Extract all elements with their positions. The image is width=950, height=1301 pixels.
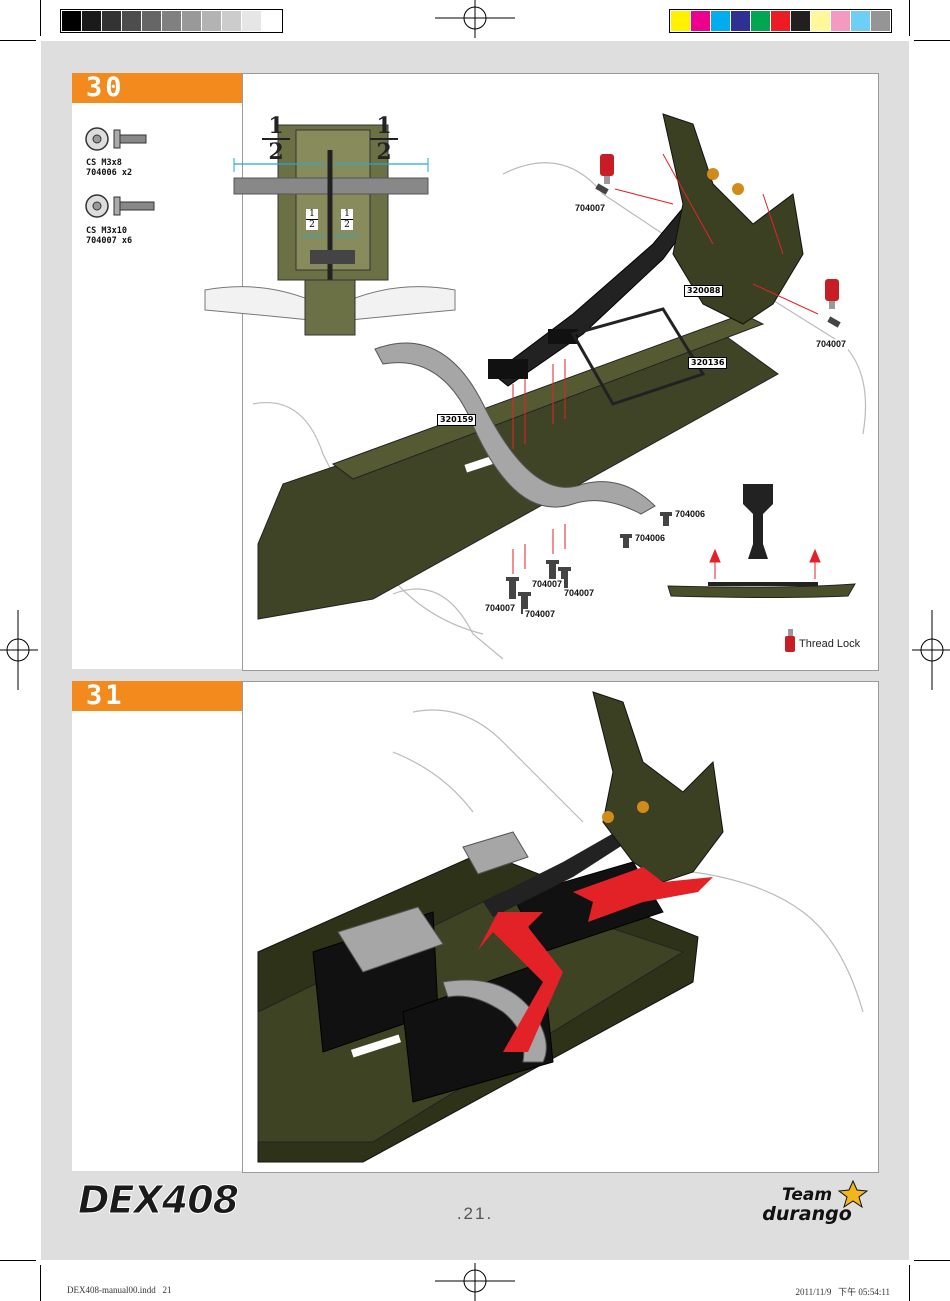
part-label: 320088 xyxy=(684,285,724,297)
screw-label: 704006 xyxy=(673,509,708,520)
color-swatch xyxy=(831,11,850,31)
part-label: 320136 xyxy=(688,357,728,369)
fraction-numerator: 1 xyxy=(309,209,315,219)
thread-lock-bottle-icon xyxy=(600,154,614,184)
color-swatch xyxy=(811,11,830,31)
red-arrow xyxy=(478,912,563,1052)
screw-label: 704007 xyxy=(562,588,597,599)
grey-swatch xyxy=(222,11,241,31)
hardware-item-1: CS M3x8 704006 x2 xyxy=(86,158,132,178)
hardware-qty: x6 xyxy=(121,236,133,246)
brand-line-1: Team xyxy=(781,1185,833,1205)
step-31-hardware-column xyxy=(72,711,242,1171)
part-label: 320159 xyxy=(437,414,477,426)
screw-label: 704007 xyxy=(530,579,565,590)
color-swatch xyxy=(731,11,750,31)
hardware-qty: x2 xyxy=(121,168,133,178)
grey-swatch xyxy=(82,11,101,31)
screw-label: 704006 xyxy=(633,533,668,544)
step-31-chassis-drawing xyxy=(257,691,864,1163)
countersunk-screw-short-icon xyxy=(85,127,147,151)
grey-scale-bar xyxy=(60,9,283,33)
color-swatch xyxy=(691,11,710,31)
grey-swatch xyxy=(202,11,221,31)
team-durango-logo: Team durango xyxy=(742,1186,872,1224)
fraction-denominator: 2 xyxy=(370,138,398,164)
color-swatch xyxy=(751,11,770,31)
dex408-logo: DEX408 xyxy=(77,1178,239,1222)
fraction-right: 1 2 xyxy=(370,114,398,164)
color-swatch xyxy=(871,11,890,31)
hardware-code: 704007 xyxy=(86,236,117,246)
countersunk-screw-long-icon xyxy=(85,194,155,218)
fraction-numerator: 1 xyxy=(268,113,284,139)
hardware-item-2: CS M3x10 704007 x6 xyxy=(86,226,132,246)
grey-swatch xyxy=(262,11,281,31)
grey-swatch xyxy=(62,11,81,31)
screw-label: 704007 xyxy=(814,339,849,350)
registration-mark-left xyxy=(0,610,38,690)
thread-lock-legend: Thread Lock xyxy=(799,638,861,650)
brand-line-2: durango xyxy=(762,1203,852,1225)
grey-swatch xyxy=(122,11,141,31)
fraction-denominator: 2 xyxy=(306,219,318,230)
fraction-denominator: 2 xyxy=(341,219,353,230)
fraction-numerator: 1 xyxy=(376,113,392,139)
red-arrow xyxy=(573,867,713,922)
fraction-left: 1 2 xyxy=(262,114,290,164)
fraction-small-right: 1 2 xyxy=(341,209,353,230)
step-30-number: 30 xyxy=(72,73,242,103)
hardware-name: CS M3x10 xyxy=(86,226,127,236)
color-swatch xyxy=(771,11,790,31)
top-view-inset-diagram xyxy=(204,124,456,336)
grey-swatch xyxy=(182,11,201,31)
page-number: .21. xyxy=(456,1204,494,1223)
grey-swatch xyxy=(142,11,161,31)
color-swatch xyxy=(791,11,810,31)
registration-mark-bottom xyxy=(435,1263,515,1301)
fraction-denominator: 2 xyxy=(262,138,290,164)
color-swatch xyxy=(711,11,730,31)
step-30-chassis-drawing xyxy=(252,113,866,660)
hardware-code: 704006 xyxy=(86,168,117,178)
color-bar xyxy=(669,9,892,33)
color-swatch xyxy=(671,11,690,31)
fraction-numerator: 1 xyxy=(344,209,350,219)
screw-label: 704007 xyxy=(483,603,518,614)
grey-swatch xyxy=(242,11,261,31)
registration-mark-top xyxy=(435,0,515,38)
grey-swatch xyxy=(102,11,121,31)
step-31-number: 31 xyxy=(72,681,242,711)
timestamp: 2011/11/9 下午 05:54:11 xyxy=(795,1287,890,1297)
star-icon xyxy=(838,1180,868,1208)
screw-label: 704007 xyxy=(523,609,558,620)
screw-label: 704007 xyxy=(573,203,608,214)
fraction-small-left: 1 2 xyxy=(306,209,318,230)
registration-mark-right xyxy=(912,610,950,690)
grey-swatch xyxy=(162,11,181,31)
file-slug: DEX408-manual00.indd 21 xyxy=(67,1285,172,1295)
color-swatch xyxy=(851,11,870,31)
hardware-name: CS M3x8 xyxy=(86,158,122,168)
